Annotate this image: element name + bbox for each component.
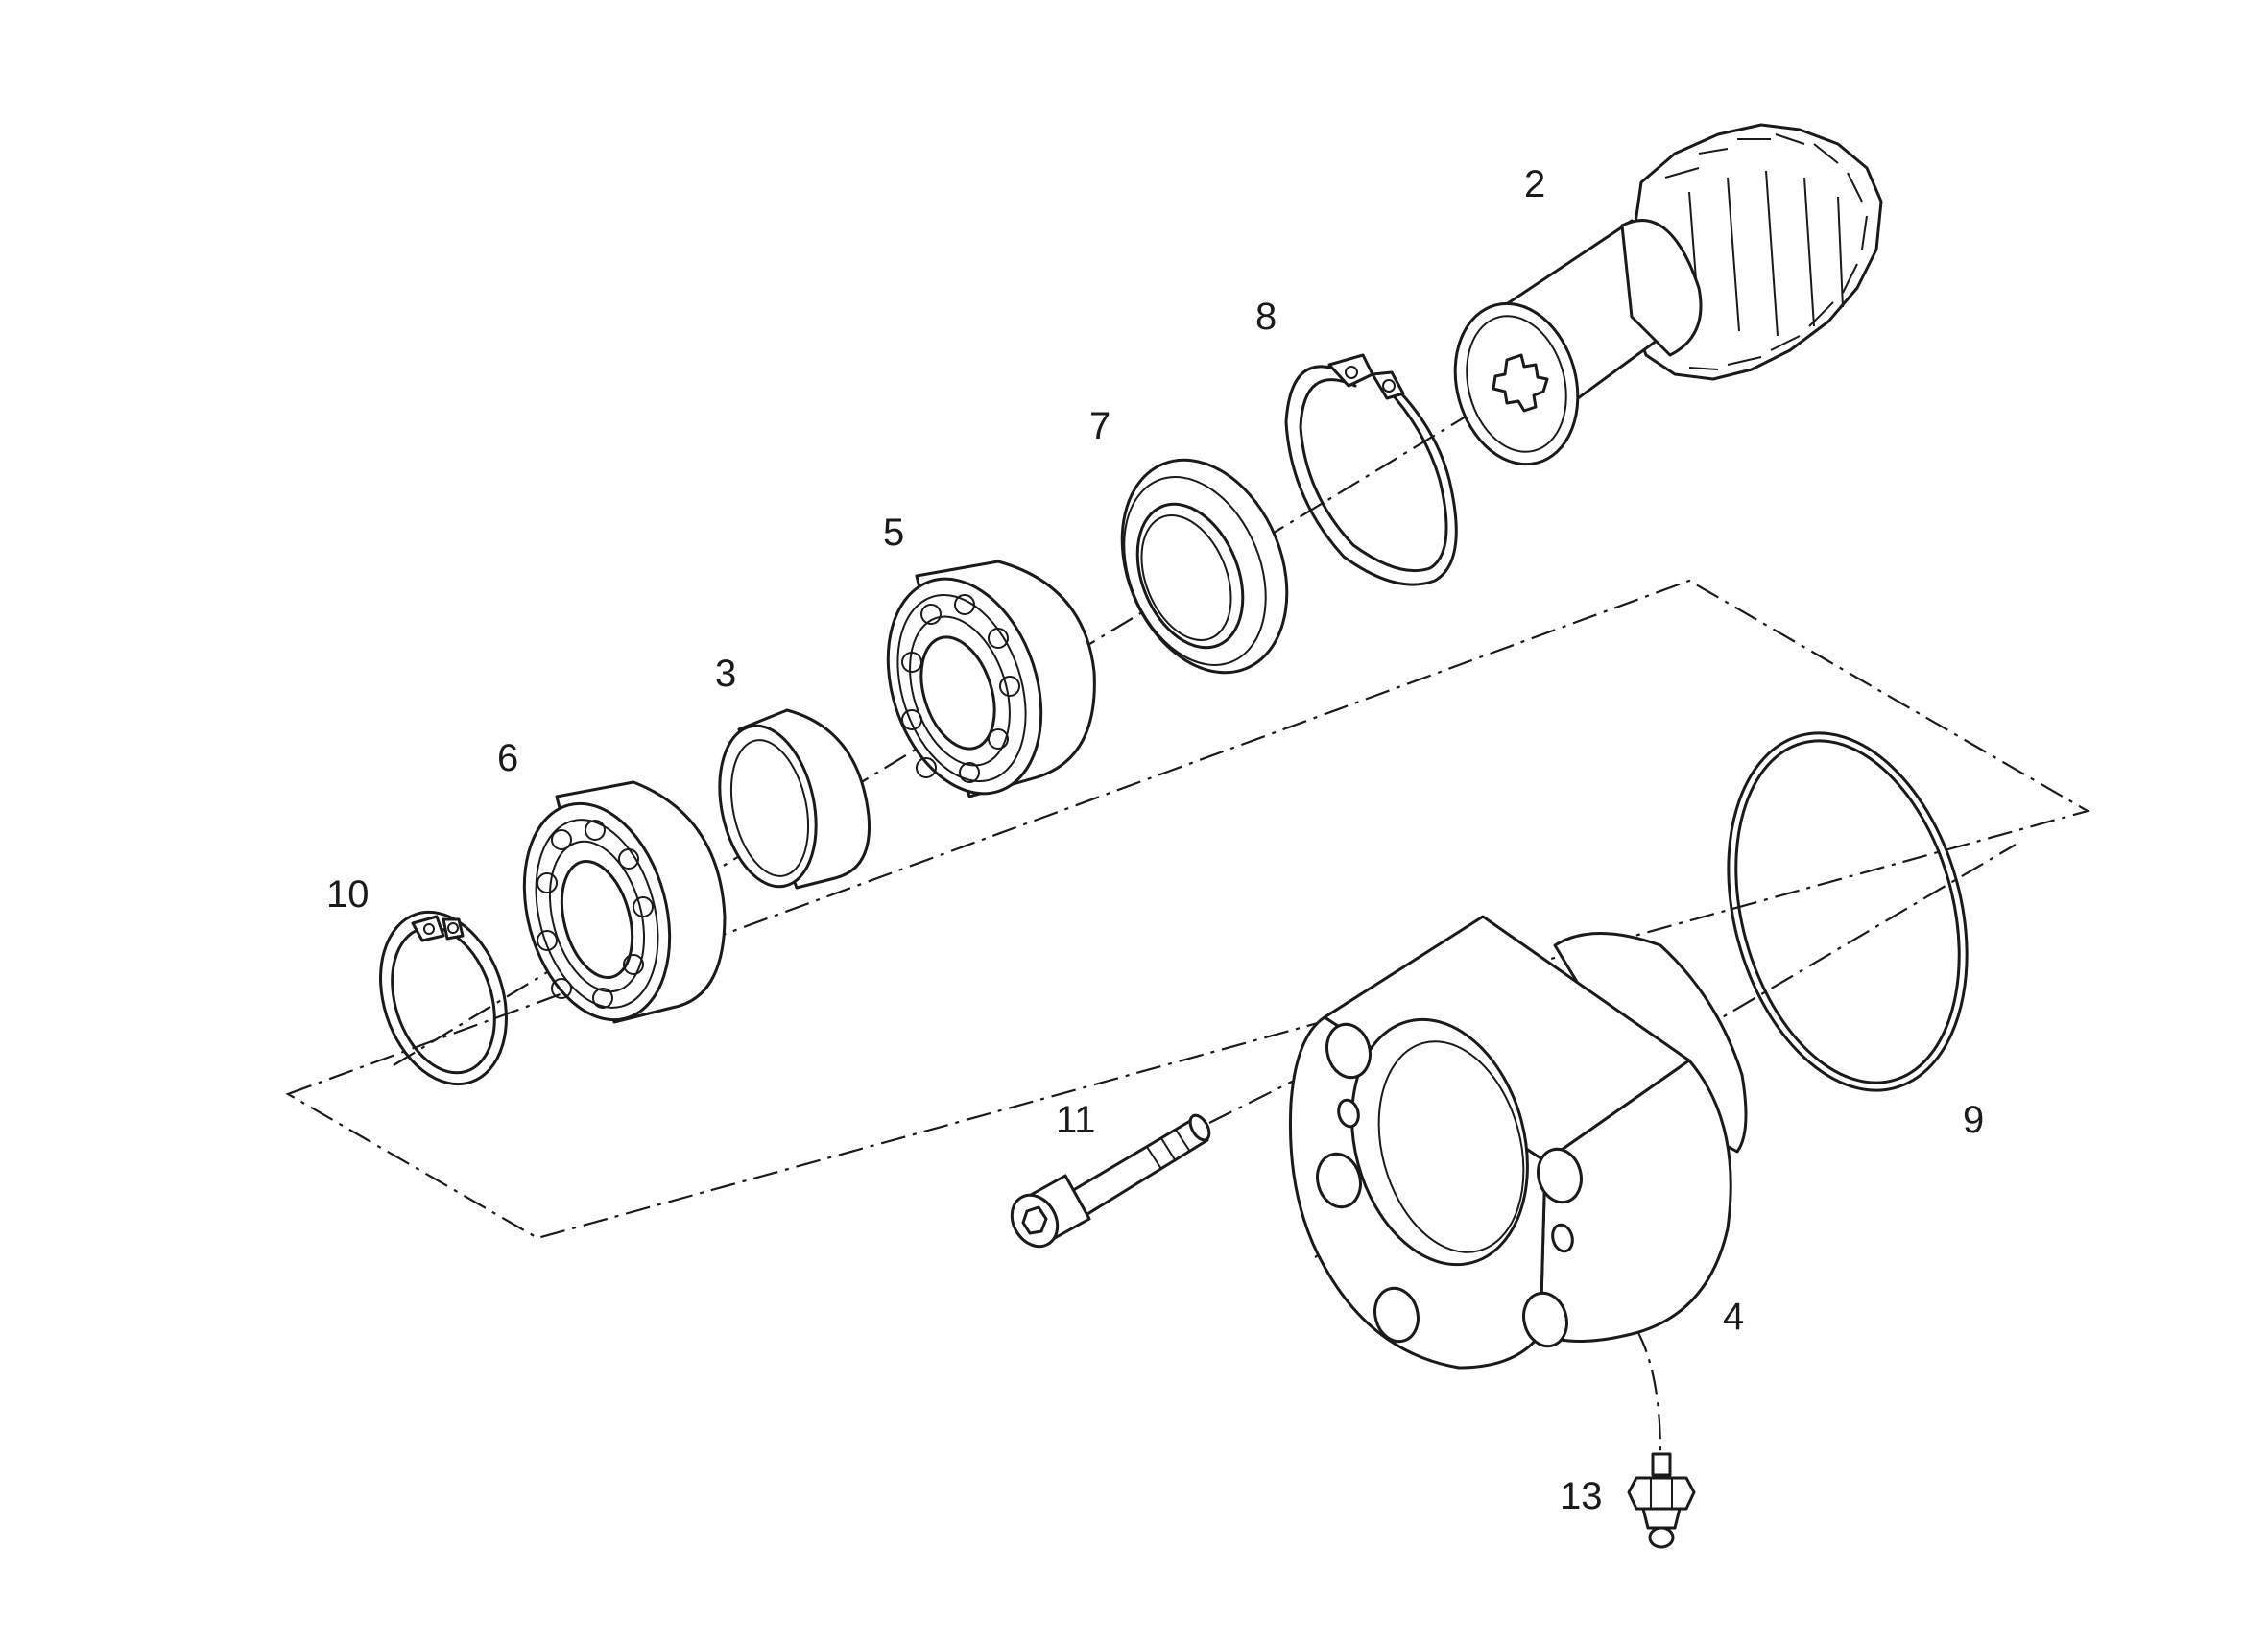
label-part-3: 3	[715, 653, 736, 695]
part-6-roller-bearing	[522, 780, 727, 1024]
label-part-13: 13	[1560, 1475, 1603, 1517]
part-4-housing	[1288, 915, 1748, 1370]
part-10-retaining-ring	[379, 910, 508, 1086]
label-part-11: 11	[1056, 1099, 1096, 1141]
label-part-9: 9	[1963, 1099, 1984, 1141]
part-8-retaining-ring	[1284, 353, 1458, 586]
part-9-o-ring	[1727, 731, 1969, 1092]
part-5-ball-bearing	[886, 560, 1096, 798]
label-part-2: 2	[1524, 163, 1545, 205]
label-part-8: 8	[1255, 296, 1277, 338]
part-3-spacer-sleeve	[718, 708, 871, 890]
label-part-7: 7	[1089, 405, 1110, 447]
part-13-grease-nipple	[1627, 1452, 1696, 1549]
label-part-5: 5	[883, 512, 904, 554]
label-part-4: 4	[1723, 1296, 1744, 1338]
label-part-6: 6	[497, 737, 518, 779]
label-part-10: 10	[326, 873, 370, 916]
assembly-boundary	[285, 579, 2090, 1240]
nipple-axis-centerline	[1635, 1328, 1662, 1455]
part-11-socket-screw	[1010, 1113, 1211, 1249]
part-2-pinion-shaft	[1453, 123, 1883, 466]
part-7-seal-ring	[1120, 458, 1289, 675]
